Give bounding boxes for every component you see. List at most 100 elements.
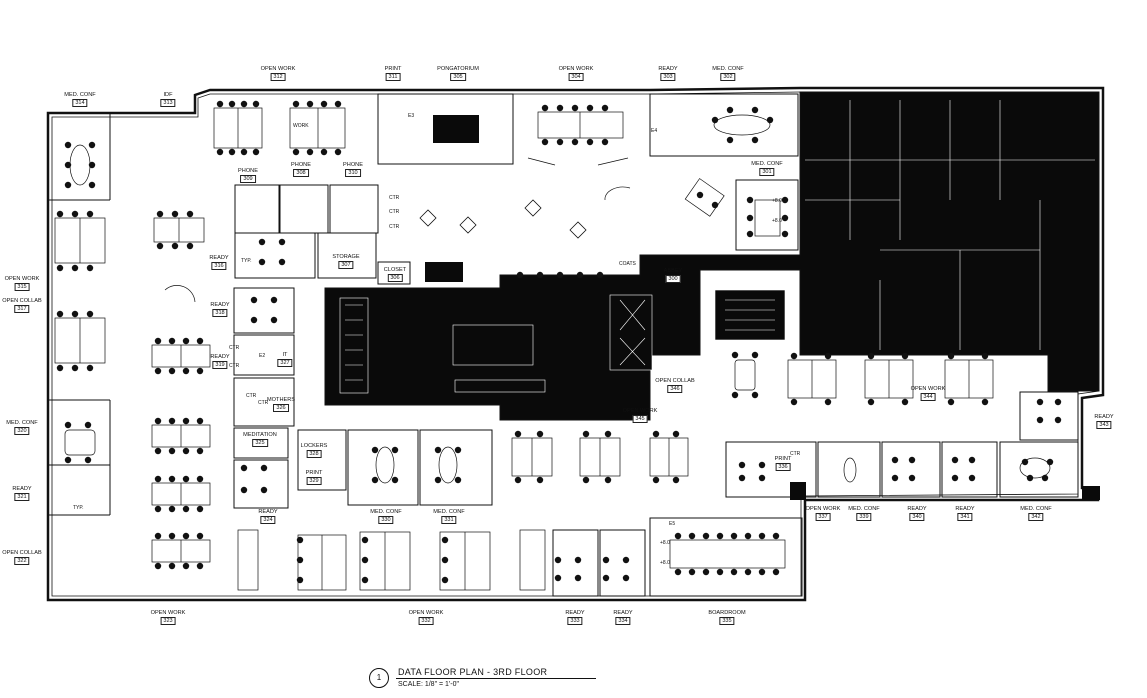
chair-icon — [171, 210, 179, 218]
chair-icon — [751, 136, 759, 144]
title-underline — [396, 678, 596, 679]
chair-icon — [154, 337, 162, 345]
chair-icon — [781, 196, 789, 204]
chair-icon — [602, 574, 610, 582]
chair-icon — [596, 271, 604, 279]
drawing-scale: SCALE: 1/8" = 1'-0" — [398, 681, 459, 688]
chair-icon — [746, 230, 754, 238]
chair-icon — [182, 367, 190, 375]
chair-icon — [296, 576, 304, 584]
chair-icon — [951, 456, 959, 464]
chair-icon — [781, 214, 789, 222]
chair-icon — [908, 456, 916, 464]
chair-icon — [154, 562, 162, 570]
chair-icon — [292, 148, 300, 156]
chair-icon — [758, 532, 766, 540]
chair-icon — [64, 181, 72, 189]
chair-icon — [250, 316, 258, 324]
chair-icon — [824, 398, 832, 406]
chair-icon — [602, 556, 610, 564]
tag-ctr-5: CTR — [229, 363, 240, 369]
chair-icon — [652, 430, 660, 438]
chair-icon — [391, 446, 399, 454]
chair-icon — [196, 417, 204, 425]
chair-icon — [891, 456, 899, 464]
chair-icon — [252, 100, 260, 108]
chair-icon — [536, 271, 544, 279]
chair-icon — [790, 352, 798, 360]
chair-icon — [260, 486, 268, 494]
chair-icon — [270, 316, 278, 324]
chair-icon — [441, 556, 449, 564]
tag-typ-2: TYP. — [73, 505, 84, 511]
chair-icon — [168, 447, 176, 455]
chair-icon — [772, 568, 780, 576]
tag-ctr-1: CTR — [389, 195, 400, 201]
chair-icon — [622, 556, 630, 564]
tag-typ-1: TYP. — [241, 258, 252, 264]
chair-icon — [981, 398, 989, 406]
chair-icon — [196, 367, 204, 375]
drawing-title: DATA FLOOR PLAN - 3RD FLOOR — [398, 667, 548, 677]
tag-ctr-4: CTR — [229, 345, 240, 351]
chair-icon — [571, 138, 579, 146]
chair-icon — [86, 310, 94, 318]
tag-ctr-2: CTR — [389, 209, 400, 215]
chair-icon — [751, 106, 759, 114]
chair-icon — [576, 271, 584, 279]
chair-icon — [240, 100, 248, 108]
chair-icon — [371, 476, 379, 484]
chair-icon — [278, 258, 286, 266]
chair-icon — [711, 116, 719, 124]
chair-icon — [64, 456, 72, 464]
chair-icon — [968, 456, 976, 464]
chair-icon — [154, 367, 162, 375]
chair-icon — [867, 352, 875, 360]
chair-icon — [182, 337, 190, 345]
chair-icon — [751, 351, 759, 359]
tag-elev-2: +8.0 — [772, 218, 782, 224]
chair-icon — [320, 100, 328, 108]
chair-icon — [240, 486, 248, 494]
chair-icon — [56, 264, 64, 272]
chair-icon — [454, 476, 462, 484]
chair-icon — [716, 568, 724, 576]
chair-icon — [702, 532, 710, 540]
chair-icon — [541, 104, 549, 112]
chair-icon — [361, 576, 369, 584]
chair-icon — [240, 148, 248, 156]
chair-icon — [514, 476, 522, 484]
chair-icon — [758, 568, 766, 576]
chair-icon — [334, 100, 342, 108]
chair-icon — [556, 138, 564, 146]
chair-icon — [574, 556, 582, 564]
chair-icon — [196, 562, 204, 570]
chair-icon — [1021, 458, 1029, 466]
chair-icon — [391, 476, 399, 484]
tag-work: WORK — [293, 123, 309, 129]
chair-icon — [182, 475, 190, 483]
chair-icon — [196, 475, 204, 483]
chair-icon — [746, 196, 754, 204]
tag-e2: E2 — [259, 353, 266, 359]
chair-icon — [168, 367, 176, 375]
chair-icon — [250, 296, 258, 304]
chair-icon — [744, 532, 752, 540]
